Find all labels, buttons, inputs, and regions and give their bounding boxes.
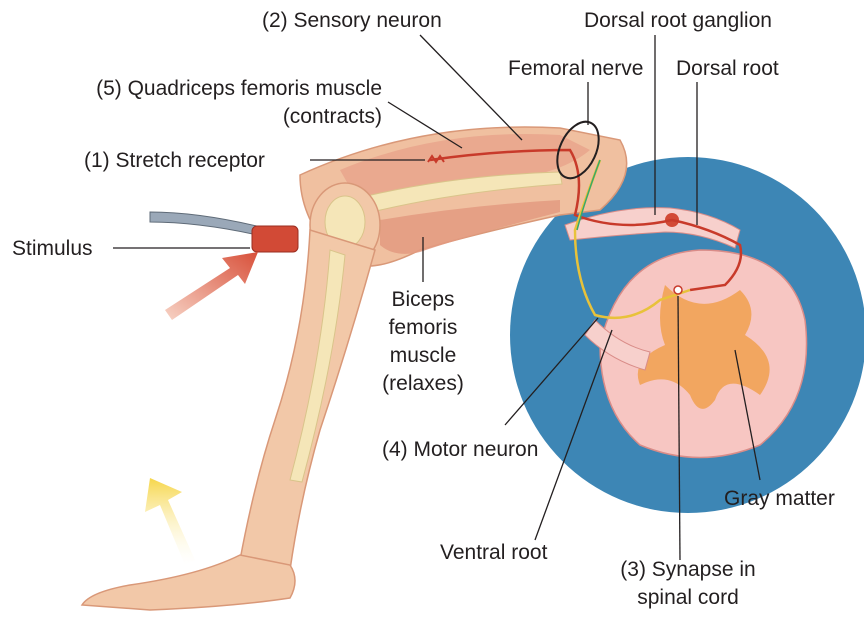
- label-synapse-line2: spinal cord: [608, 585, 768, 611]
- leg-movement-arrow: [145, 478, 195, 565]
- label-biceps-line1: Biceps: [373, 287, 473, 313]
- label-stimulus: Stimulus: [12, 236, 93, 262]
- label-stretch-receptor: (1) Stretch receptor: [84, 148, 265, 174]
- label-sensory-neuron: (2) Sensory neuron: [262, 8, 442, 34]
- label-dorsal-root: Dorsal root: [676, 56, 779, 82]
- lower-leg: [240, 230, 375, 570]
- reflex-hammer-head: [252, 226, 298, 252]
- label-quadriceps-line2: (contracts): [52, 104, 382, 130]
- reflex-hammer-handle: [150, 212, 265, 236]
- label-biceps-line2: femoris: [373, 315, 473, 341]
- label-quadriceps-line1: (5) Quadriceps femoris muscle: [52, 76, 382, 102]
- stimulus-arrow: [165, 252, 258, 320]
- label-motor-neuron: (4) Motor neuron: [382, 437, 538, 463]
- synapse-dot: [674, 286, 682, 294]
- label-gray-matter: Gray matter: [724, 486, 835, 512]
- label-synapse-line1: (3) Synapse in: [608, 557, 768, 583]
- label-biceps-line4: (relaxes): [373, 371, 473, 397]
- label-ventral-root: Ventral root: [440, 540, 547, 566]
- label-biceps-line3: muscle: [373, 343, 473, 369]
- label-femoral-nerve: Femoral nerve: [508, 56, 643, 82]
- label-dorsal-root-ganglion: Dorsal root ganglion: [584, 8, 772, 34]
- leader-sensory-neuron: [420, 35, 522, 140]
